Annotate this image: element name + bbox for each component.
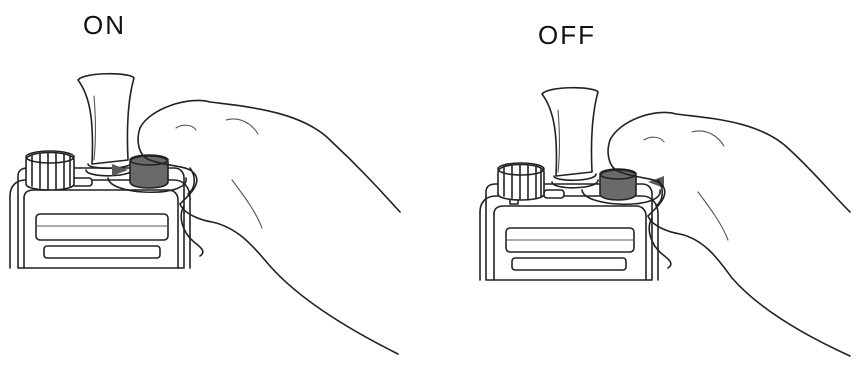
off-panel: OFF xyxy=(430,0,859,365)
channel-knob xyxy=(26,151,74,190)
radio-on-illustration xyxy=(0,0,430,365)
channel-knob xyxy=(498,163,544,200)
antenna xyxy=(78,74,134,176)
antenna xyxy=(542,88,598,188)
on-panel: ON xyxy=(0,0,430,365)
power-knob xyxy=(600,169,636,200)
radio-off-illustration xyxy=(430,0,859,365)
